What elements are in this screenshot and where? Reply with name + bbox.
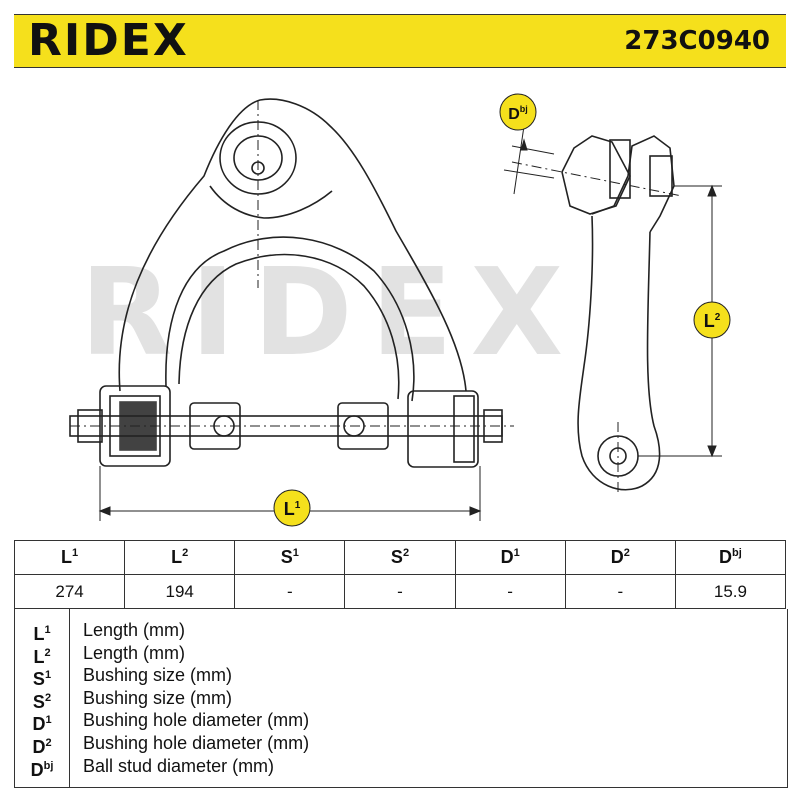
drawing-svg: RIDEX <box>69 93 731 527</box>
l2-badge-text: L2 <box>704 311 721 331</box>
legend-key: D1 <box>32 714 52 735</box>
legend-key: S1 <box>32 669 52 690</box>
dbj-badge-text: Dbj <box>508 104 528 123</box>
legend-row: S1 Bushing size (mm) <box>15 664 787 690</box>
legend-key: L1 <box>33 624 51 644</box>
brand-logo: RIDEX <box>28 15 189 66</box>
legend-desc: Bushing size (mm) <box>83 687 233 708</box>
legend-desc: Ball stud diameter (mm) <box>83 755 275 776</box>
col-l1: L1 <box>13 540 126 575</box>
control-arm-side-view <box>511 135 683 496</box>
legend-box: L1 Length (mm) L2 Length (mm) S1 Bushing… <box>14 609 788 788</box>
dbj-badge <box>499 93 537 131</box>
legend-row: L1 Length (mm) <box>15 619 787 644</box>
legend-key: Dbj <box>30 759 54 780</box>
col-d2: D2 <box>564 540 676 575</box>
value-l1: 274 <box>13 574 126 609</box>
l1-badge <box>273 489 311 527</box>
col-s2: S2 <box>344 540 456 575</box>
part-number: 273C0940 <box>624 26 770 56</box>
legend-key: L2 <box>33 646 51 667</box>
col-dbj: Dbj <box>674 540 787 575</box>
legend-desc: Bushing size (mm) <box>83 665 233 686</box>
legend-row: Dbj Ball stud diameter (mm) <box>15 755 787 780</box>
value-d2: - <box>564 574 676 609</box>
legend-desc: Bushing hole diameter (mm) <box>83 710 310 731</box>
legend-key: D2 <box>32 737 52 757</box>
l2-badge <box>693 301 731 339</box>
specs-table: L1 L2 S1 S2 D1 D2 Dbj 274 194 - - - - 15… <box>13 540 787 609</box>
legend-key: S2 <box>32 691 52 712</box>
legend-divider <box>69 609 70 787</box>
legend-desc: Length (mm) <box>83 642 186 663</box>
legend-desc: Bushing hole diameter (mm) <box>83 733 310 753</box>
value-l2: 194 <box>124 574 236 609</box>
header-bar: RIDEX 273C0940 <box>14 14 786 68</box>
l1-badge-text: L1 <box>284 499 301 519</box>
watermark-text: RIDEX <box>80 244 581 383</box>
value-dbj: 15.9 <box>674 574 787 609</box>
technical-drawing: RIDEX <box>14 66 786 540</box>
col-d1: D1 <box>454 540 566 575</box>
legend-row: D2 Bushing hole diameter (mm) <box>15 732 787 757</box>
value-d1: - <box>454 574 566 609</box>
col-s1: S1 <box>234 540 346 575</box>
legend-row: S2 Bushing size (mm) <box>15 687 787 712</box>
legend-row: L2 Length (mm) <box>15 642 787 667</box>
legend-row: D1 Bushing hole diameter (mm) <box>15 709 787 735</box>
specs-header-row: L1 L2 S1 S2 D1 D2 Dbj <box>13 540 787 575</box>
value-s1: - <box>234 574 346 609</box>
dbj-dimension <box>503 125 555 195</box>
col-l2: L2 <box>124 540 236 575</box>
specs-value-row: 274 194 - - - - 15.9 <box>13 574 787 609</box>
legend-desc: Length (mm) <box>83 620 186 640</box>
control-arm-front-view <box>69 98 514 468</box>
value-s2: - <box>344 574 456 609</box>
